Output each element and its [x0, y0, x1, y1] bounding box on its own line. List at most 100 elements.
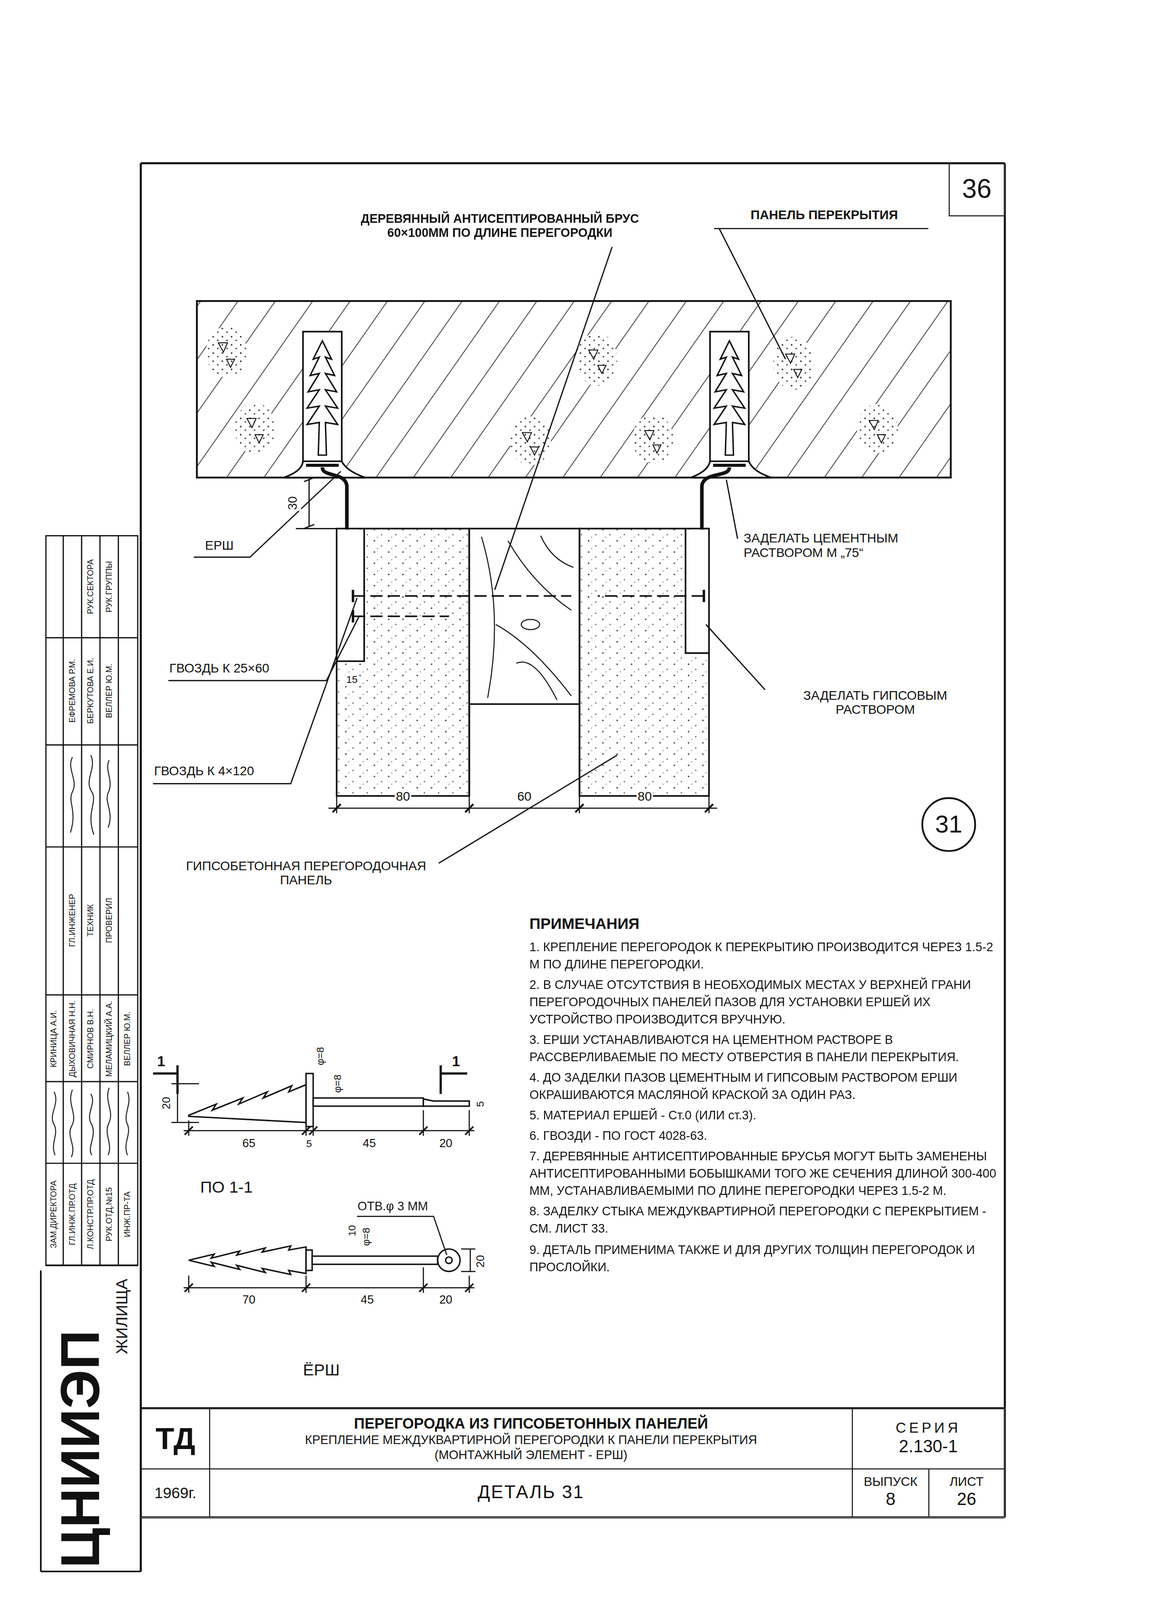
part-label: ОТВ.φ 3 ММ [356, 1200, 430, 1215]
dimension-value: 70 [241, 1292, 257, 1307]
stamp-cell: ВЕЛЛЕР Ю.М. [122, 1010, 133, 1067]
dimension-line [171, 1083, 475, 1135]
aggregate [246, 418, 264, 443]
section-number: 1 [156, 1052, 167, 1070]
section-mark [440, 1065, 468, 1094]
partition-panel [336, 528, 470, 796]
aggregate [856, 404, 898, 454]
dimension-value: 45 [359, 1292, 375, 1307]
slab-socket [710, 331, 749, 465]
timber-bar [469, 528, 580, 796]
dimension-line [460, 1248, 475, 1271]
title-block-cell: ТД [140, 1407, 211, 1470]
dimension-line [183, 1110, 475, 1136]
aggregate [218, 342, 235, 368]
node-text: 26 [956, 1489, 976, 1511]
stamp-cell: МЕЛАМИЦКИЙ А.А. [104, 999, 115, 1078]
ruff-anchor [714, 340, 745, 455]
dimension-value: 60 [516, 789, 533, 805]
node-text: 8 [885, 1489, 896, 1511]
aggregate [576, 332, 618, 386]
dimension-value: 20 [160, 1095, 173, 1110]
ruff-side-view [313, 1097, 424, 1106]
ruff-plan-view [312, 1255, 438, 1265]
signature [107, 760, 111, 828]
note: 2. В СЛУЧАЕ ОТСУТСТВИЯ В НЕОБХОДИМЫХ МЕС… [528, 976, 1000, 1029]
view-title: ЁРШ [301, 1360, 341, 1380]
title-block-cell: ЛИСТ26 [928, 1468, 1005, 1518]
aggregate [205, 326, 247, 378]
signature [52, 1091, 56, 1155]
dimension-line [183, 1266, 475, 1293]
approval-table [45, 637, 138, 1164]
ruff-plan-view [305, 1249, 312, 1270]
approval-table [63, 535, 119, 1265]
stamp-cell: ГЛ.ИНЖ.ПР.ОТД [67, 1182, 78, 1246]
title-block-cell: ВЫПУСК8 [851, 1468, 930, 1518]
dimension-value: 10 [345, 1223, 358, 1237]
stamp-cell: БЕРКУТОВА Е.И. [85, 656, 96, 725]
aggregate [234, 403, 276, 455]
dimension-value: 80 [395, 789, 412, 805]
aggregate [234, 403, 276, 455]
ruff-anchor [307, 340, 338, 455]
stamp-cell: РУК.СЕКТОРА [85, 558, 96, 615]
signature [89, 1093, 94, 1155]
leader-line [714, 228, 929, 360]
node-heading: ПЕРЕГОРОДКА ИЗ ГИПСОБЕТОННЫХ ПАНЕЛЕЙ [354, 1415, 709, 1433]
nail [353, 615, 450, 618]
slab-socket [303, 331, 342, 465]
node-heading: ДЕТАЛЬ 31 [477, 1481, 585, 1504]
aggregate [632, 414, 674, 464]
stamp-cell: Л.КОНСТР.ПР.ОТД [85, 1178, 96, 1250]
title-block-cell: ПЕРЕГОРОДКА ИЗ ГИПСОБЕТОННЫХ ПАНЕЛЕЙКРЕП… [209, 1407, 853, 1470]
institute-name: ЖИЛИЩА [113, 1277, 132, 1355]
stamp-cell: ТЕХНИК [85, 902, 96, 938]
signature [52, 755, 130, 1157]
node-heading: СЕРИЯ [895, 1419, 962, 1437]
stamp-cell: ИНЖ.ПР-ТА [122, 1190, 133, 1238]
title-block-cell: ДЕТАЛЬ 31 [209, 1468, 853, 1518]
ruff-plan-view [437, 1248, 460, 1271]
ruff-anchor [305, 463, 746, 467]
stamp-cell: КРИНИЦА А.И. [49, 1008, 60, 1069]
stamp-cell: СМИРНОВ В.Н. [85, 1007, 96, 1070]
aggregate [644, 430, 661, 453]
nail [597, 595, 704, 597]
part-label: ЕРШ [204, 538, 235, 554]
nail [353, 589, 705, 623]
aggregate [773, 336, 815, 390]
leader-line [726, 479, 738, 539]
signature [89, 755, 95, 835]
section-mark [153, 1065, 178, 1094]
dimension-value: 20 [474, 1253, 487, 1269]
nail [353, 595, 572, 597]
ruff-plan-view [188, 1245, 460, 1275]
section-mark [153, 1065, 468, 1094]
callout-circle [922, 797, 975, 851]
slab-socket [283, 331, 772, 478]
signature [107, 1087, 111, 1155]
stamp-cell: ГЛ.ИНЖЕНЕР [67, 892, 78, 948]
aggregate [522, 432, 539, 455]
dimension-value: 65 [241, 1136, 257, 1151]
aggregate [205, 326, 898, 465]
dimension-line [184, 1126, 474, 1135]
stamp-frame [40, 1265, 141, 1571]
node-heading: 36 [961, 173, 992, 206]
aggregate [510, 416, 551, 466]
node-heading: ВЫПУСК [863, 1474, 918, 1490]
aggregate [588, 350, 606, 374]
part-label: ГВОЗДЬ К 25×60 [168, 660, 270, 676]
part-label: ПАНЕЛЬ ПЕРЕКРЫТИЯ [749, 207, 900, 223]
leader-line [705, 624, 765, 690]
timber-bar [469, 528, 580, 705]
approval-table [45, 535, 138, 1265]
aggregate [510, 416, 551, 466]
slab-socket [690, 460, 771, 478]
signature [70, 1089, 74, 1157]
floor-slab [196, 300, 951, 478]
aggregate [205, 326, 247, 378]
dimension-line [171, 1083, 200, 1122]
